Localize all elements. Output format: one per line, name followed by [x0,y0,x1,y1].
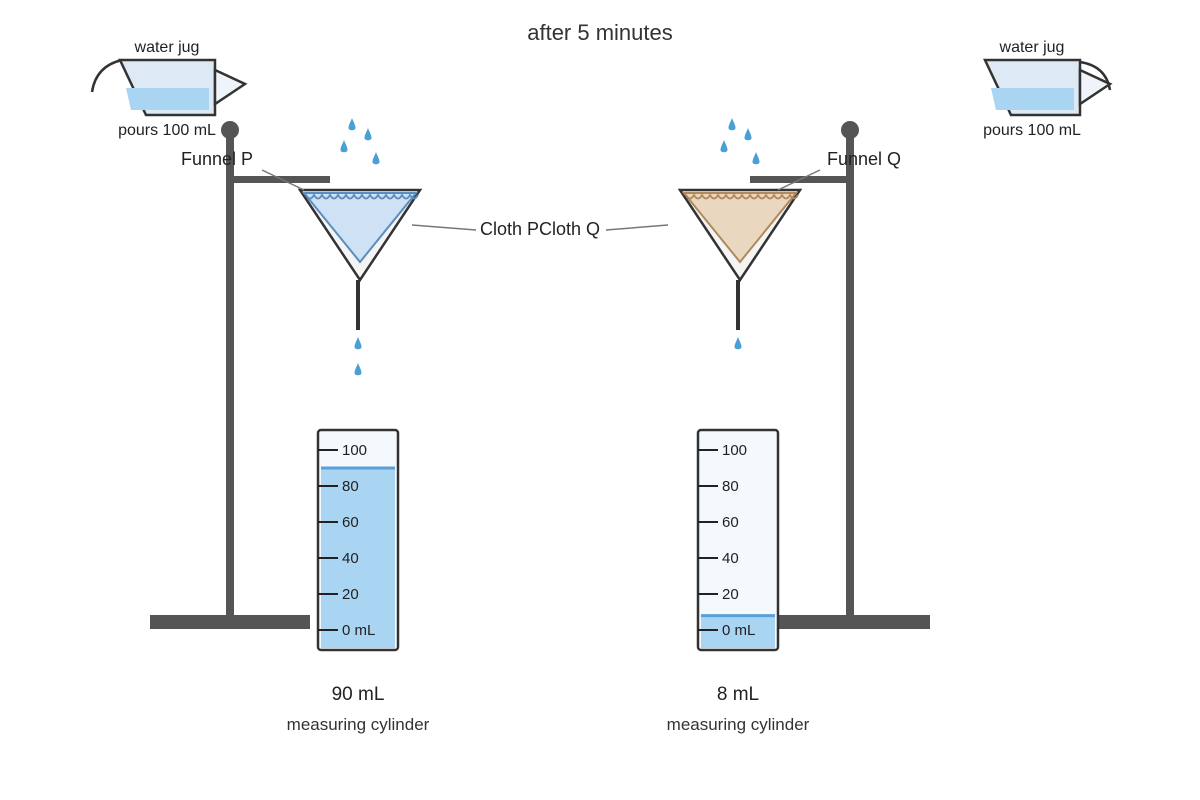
right-water-jug [983,58,1113,117]
right-jug-label: water jug [999,39,1065,56]
left-jug-water [126,88,209,110]
left-cloth-label: Cloth P [480,219,539,239]
right-drops-above [720,118,760,165]
right-cloth-edge [685,193,799,200]
left-funnel-label: Funnel P [181,149,253,169]
right-scale-label: 60 [722,514,739,531]
left-setup: water jug pours 100 mL Funnel P Cloth P … [90,39,539,734]
right-water-drop [728,118,736,131]
left-funnel-leader [261,169,305,191]
right-stand-rod [846,130,854,620]
left-scale-label: 60 [342,514,359,531]
right-scale-label: 20 [722,586,739,603]
right-cylinder: 100 80 60 40 20 0 mL [696,428,780,652]
left-cylinder: 100 80 60 40 20 0 mL [316,428,400,652]
right-scale-label: 0 mL [722,622,755,639]
right-funnel-label: Funnel Q [827,149,901,169]
right-cloth-leader [605,224,669,231]
right-water-drop [744,128,752,141]
left-funnel [297,188,423,330]
right-scale-label: 40 [722,550,739,567]
left-cloth-leader [411,224,477,231]
left-jug-spout [213,68,248,107]
right-stand-base [770,615,930,629]
left-water-drop [364,128,372,141]
right-funnel-leader [777,169,821,191]
right-water-drop [752,152,760,165]
left-water-drop [348,118,356,131]
left-water-jug [90,58,248,117]
right-cloth-label: Cloth Q [539,219,600,239]
right-cloth [681,192,799,264]
left-scale-label: 20 [342,586,359,603]
right-cylinder-scale: 100 80 60 40 20 0 mL [698,442,755,639]
left-stand-knob [221,121,239,139]
left-stand-base [150,615,310,629]
right-drip [734,337,742,350]
left-drops-above [340,118,380,165]
right-setup: water jug pours 100 mL Funnel Q Cloth Q … [539,39,1113,734]
left-scale-label: 0 mL [342,622,375,639]
left-drip [354,337,362,350]
left-scale-label: 100 [342,442,367,459]
left-stand-rod [226,130,234,620]
left-pour-label: pours 100 mL [118,122,216,139]
right-water-drop [720,140,728,153]
left-scale-label: 40 [342,550,359,567]
left-scale-label: 80 [342,478,359,495]
right-drops-below [734,337,742,350]
left-cylinder-label: measuring cylinder [287,715,430,734]
right-scale-label: 100 [722,442,747,459]
left-water-drop [340,140,348,153]
right-scale-label: 80 [722,478,739,495]
right-jug-handle [1079,60,1112,91]
right-funnel-stem [736,280,740,330]
right-stand-knob [841,121,859,139]
left-water-drop [372,152,380,165]
left-jug-label: water jug [134,39,200,56]
left-jug-handle [90,58,123,93]
left-reading: 90 mL [332,684,385,705]
right-reading: 8 mL [717,684,759,705]
right-cylinder-water [701,615,775,648]
left-stand-clamp [230,176,330,183]
diagram-title: after 5 minutes [527,20,673,45]
right-funnel [677,188,803,330]
left-cylinder-scale: 100 80 60 40 20 0 mL [318,442,375,639]
right-jug-spout [1078,68,1113,107]
right-cylinder-label: measuring cylinder [667,715,810,734]
right-jug-water [991,88,1074,110]
left-cloth [301,192,419,264]
left-drops-below [354,337,362,376]
left-cloth-edge [305,193,419,200]
right-pour-label: pours 100 mL [983,122,1081,139]
left-drip [354,363,362,376]
left-funnel-stem [356,280,360,330]
